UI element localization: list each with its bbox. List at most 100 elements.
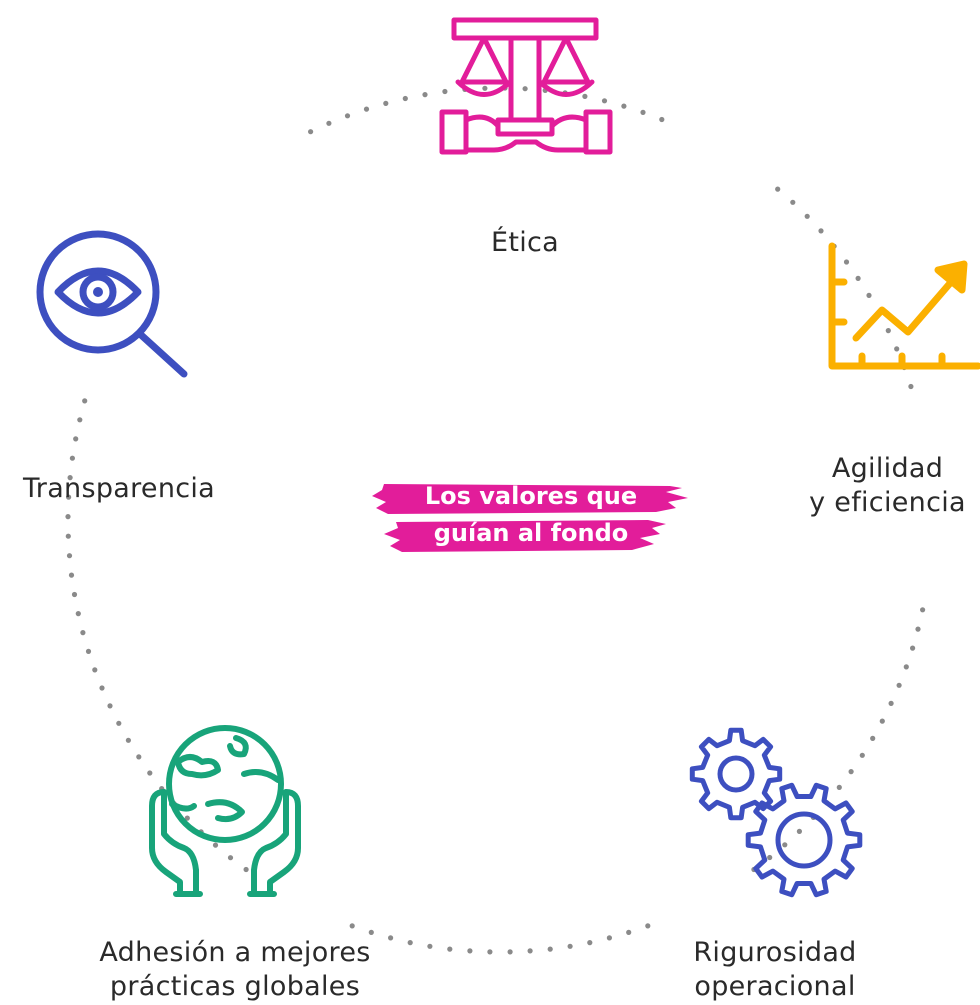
ring-dot [422, 92, 428, 98]
ring-dot [915, 626, 921, 632]
ring-dot [66, 553, 73, 559]
center-title-line-1: Los valores que [424, 482, 638, 510]
value-label-agilidad: Agilidad y eficiencia [795, 452, 980, 520]
ring-dot [136, 754, 142, 760]
ring-dot [308, 129, 314, 135]
ring-dot [870, 735, 876, 742]
label-line: Transparencia [22, 473, 216, 504]
ring-dot [107, 703, 113, 709]
value-label-rigurosidad: Rigurosidad operacional [660, 936, 890, 1004]
ring-dot [447, 946, 453, 952]
ring-dot [843, 259, 850, 265]
scales-of-justice-in-hands-icon [439, 17, 613, 155]
ring-dot [908, 383, 914, 390]
ring-dot [659, 116, 665, 123]
ring-dot [116, 720, 122, 726]
label-line: Rigurosidad [693, 937, 857, 968]
center-title-line-2: guían al fondo [433, 519, 629, 547]
ring-dot [640, 109, 646, 115]
center-title-badge: Los valores que guían al fondo [370, 478, 692, 556]
ring-dot [527, 948, 533, 954]
ring-dot [68, 572, 75, 578]
label-line: Ética [490, 227, 560, 258]
ring-dot [888, 700, 894, 707]
ring-dot [796, 828, 803, 835]
ring-dot [587, 940, 593, 946]
ring-dot [855, 275, 861, 281]
ring-dot [407, 940, 413, 946]
ring-dot [601, 98, 608, 104]
ring-dot [775, 186, 781, 192]
ring-dot [894, 346, 900, 352]
globe-in-hands-icon [149, 725, 301, 897]
ring-dot [77, 417, 83, 423]
ring-dot [767, 854, 773, 861]
ring-dot [645, 923, 651, 929]
value-label-adhesion: Adhesión a mejores prácticas globales [70, 936, 400, 1004]
ring-dot [147, 770, 153, 776]
ring-dot [896, 682, 902, 688]
ring-dot [582, 93, 588, 99]
ring-dot [848, 769, 854, 775]
ring-dot [879, 718, 885, 724]
ring-dot [344, 113, 351, 119]
ring-dot [910, 645, 916, 651]
ring-dot [903, 664, 909, 670]
ring-dot [606, 935, 613, 941]
value-label-etica: Ética [420, 226, 630, 260]
ring-dot [804, 213, 810, 219]
ring-dot [790, 199, 796, 205]
ring-dot [73, 436, 79, 442]
ring-dot [442, 88, 448, 95]
label-line: Adhesión a mejores [99, 937, 371, 968]
ring-dot [212, 842, 219, 848]
ring-dot [487, 949, 493, 955]
label-line: y eficiencia [809, 487, 966, 518]
ring-dot [388, 935, 394, 941]
ring-dot [82, 398, 88, 404]
brush-stroke-background [372, 484, 688, 552]
ring-dot [547, 946, 553, 952]
ring-dot [885, 328, 891, 334]
value-label-transparencia: Transparencia [0, 472, 238, 506]
ring-dot [836, 784, 842, 791]
ring-dot [243, 866, 249, 873]
ring-dot [859, 752, 865, 758]
ring-dot [349, 923, 355, 929]
ring-dot [920, 607, 926, 613]
ring-dot [67, 475, 73, 481]
ring-dot [66, 494, 72, 500]
ring-dot [427, 943, 433, 949]
ring-dot [65, 514, 71, 520]
ring-dot [227, 855, 234, 861]
ring-dot [125, 737, 131, 743]
ring-dot [69, 455, 75, 461]
gears-icon [689, 727, 863, 898]
ring-dot [65, 533, 71, 539]
ring-dot [99, 685, 105, 691]
ring-dot [522, 86, 528, 92]
ring-dot [85, 648, 92, 655]
ring-dot [402, 95, 408, 102]
label-line: Agilidad [831, 453, 944, 484]
ring-dot [482, 85, 488, 91]
ring-dot [80, 630, 86, 636]
ring-dot [71, 591, 78, 598]
ring-dot [184, 815, 190, 821]
ring-dot [75, 611, 81, 617]
label-line: prácticas globales [109, 971, 361, 1002]
ring-dot [467, 948, 473, 954]
ring-dot [782, 842, 788, 848]
ring-dot [368, 929, 374, 936]
center-title: Los valores que guían al fondo [370, 478, 692, 552]
ring-dot [818, 228, 824, 234]
ring-dot [326, 120, 332, 126]
ring-dot [383, 100, 389, 106]
ring-dot [363, 106, 370, 112]
ring-dot [92, 667, 98, 673]
magnifying-eye-icon [36, 230, 188, 378]
ring-dot [507, 949, 513, 955]
label-line: operacional [694, 971, 856, 1002]
rising-chart-icon [828, 242, 980, 370]
ring-dot [621, 103, 627, 109]
